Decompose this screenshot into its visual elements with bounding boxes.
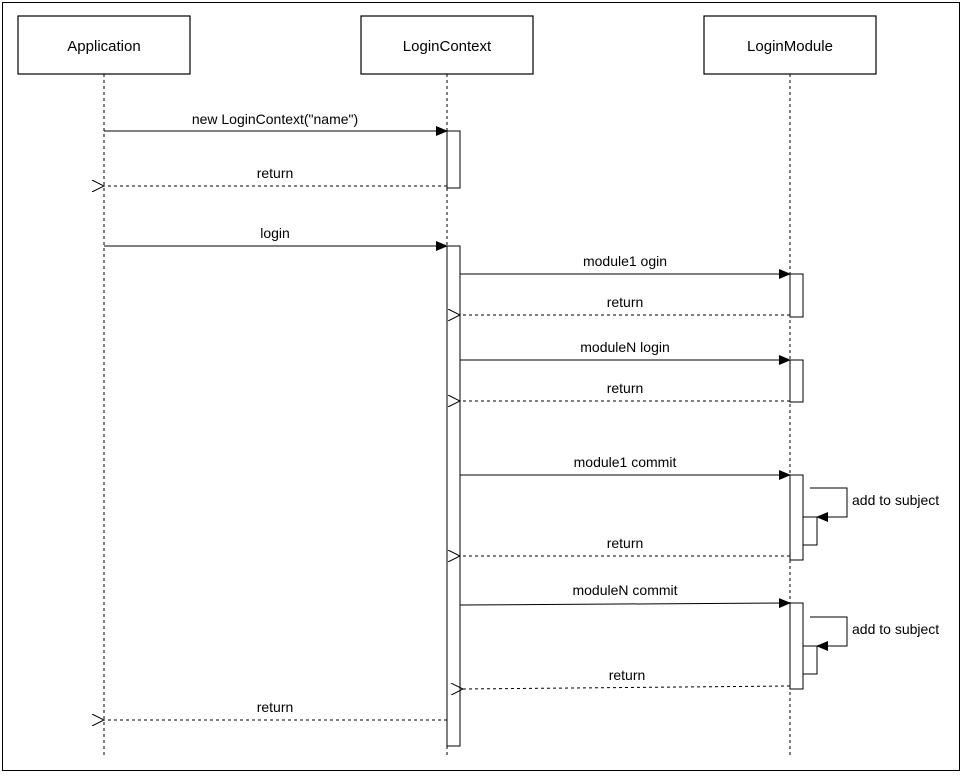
nested-activation-bar-2 [802,645,818,675]
message-label: return [257,165,294,181]
message-module1-login: module1 ogin [460,253,791,279]
participant-label-loginmodule: LoginModule [747,38,833,55]
message-return-4: return [460,535,790,556]
message-label: moduleN login [580,339,670,355]
message-moduleN-login: moduleN login [460,339,791,365]
participant-label-application: Application [67,38,140,55]
message-login: login [104,225,448,251]
self-message-add-to-subject-2: add to subject [810,616,939,651]
message-label: add to subject [852,621,939,637]
message-moduleN-commit: moduleN commit [459,582,791,609]
participant-logincontext: LoginContext [360,15,534,75]
message-return-5: return [463,667,791,689]
message-label: login [260,225,290,241]
message-module1-commit: module1 commit [460,454,791,480]
activation-bar-module-3 [789,474,804,561]
activation-bar-context-2 [446,245,461,747]
message-return-3: return [460,380,790,401]
message-return-6: return [104,699,447,720]
participant-loginmodule: LoginModule [703,15,877,75]
message-label: return [607,294,644,310]
message-label: moduleN commit [572,582,677,598]
participant-label-logincontext: LoginContext [403,38,492,55]
message-label: add to subject [852,492,939,508]
message-label: return [607,380,644,396]
message-label: return [609,667,646,683]
message-label: module1 commit [574,454,677,470]
self-message-add-to-subject-1: add to subject [810,487,939,522]
message-label: return [607,535,644,551]
message-return-2: return [460,294,790,315]
activation-bar-module-1 [789,273,804,318]
message-return-1: return [104,165,447,186]
nested-activation-bar-1 [802,516,818,546]
activation-bar-context-1 [446,130,461,189]
message-label: module1 ogin [583,253,667,269]
participant-application: Application [17,15,191,75]
message-label: new LoginContext("name") [192,111,358,127]
message-label: return [257,699,294,715]
activation-bar-module-4 [789,602,804,690]
message-new-logincontext: new LoginContext("name") [104,111,448,136]
activation-bar-module-2 [789,359,804,403]
